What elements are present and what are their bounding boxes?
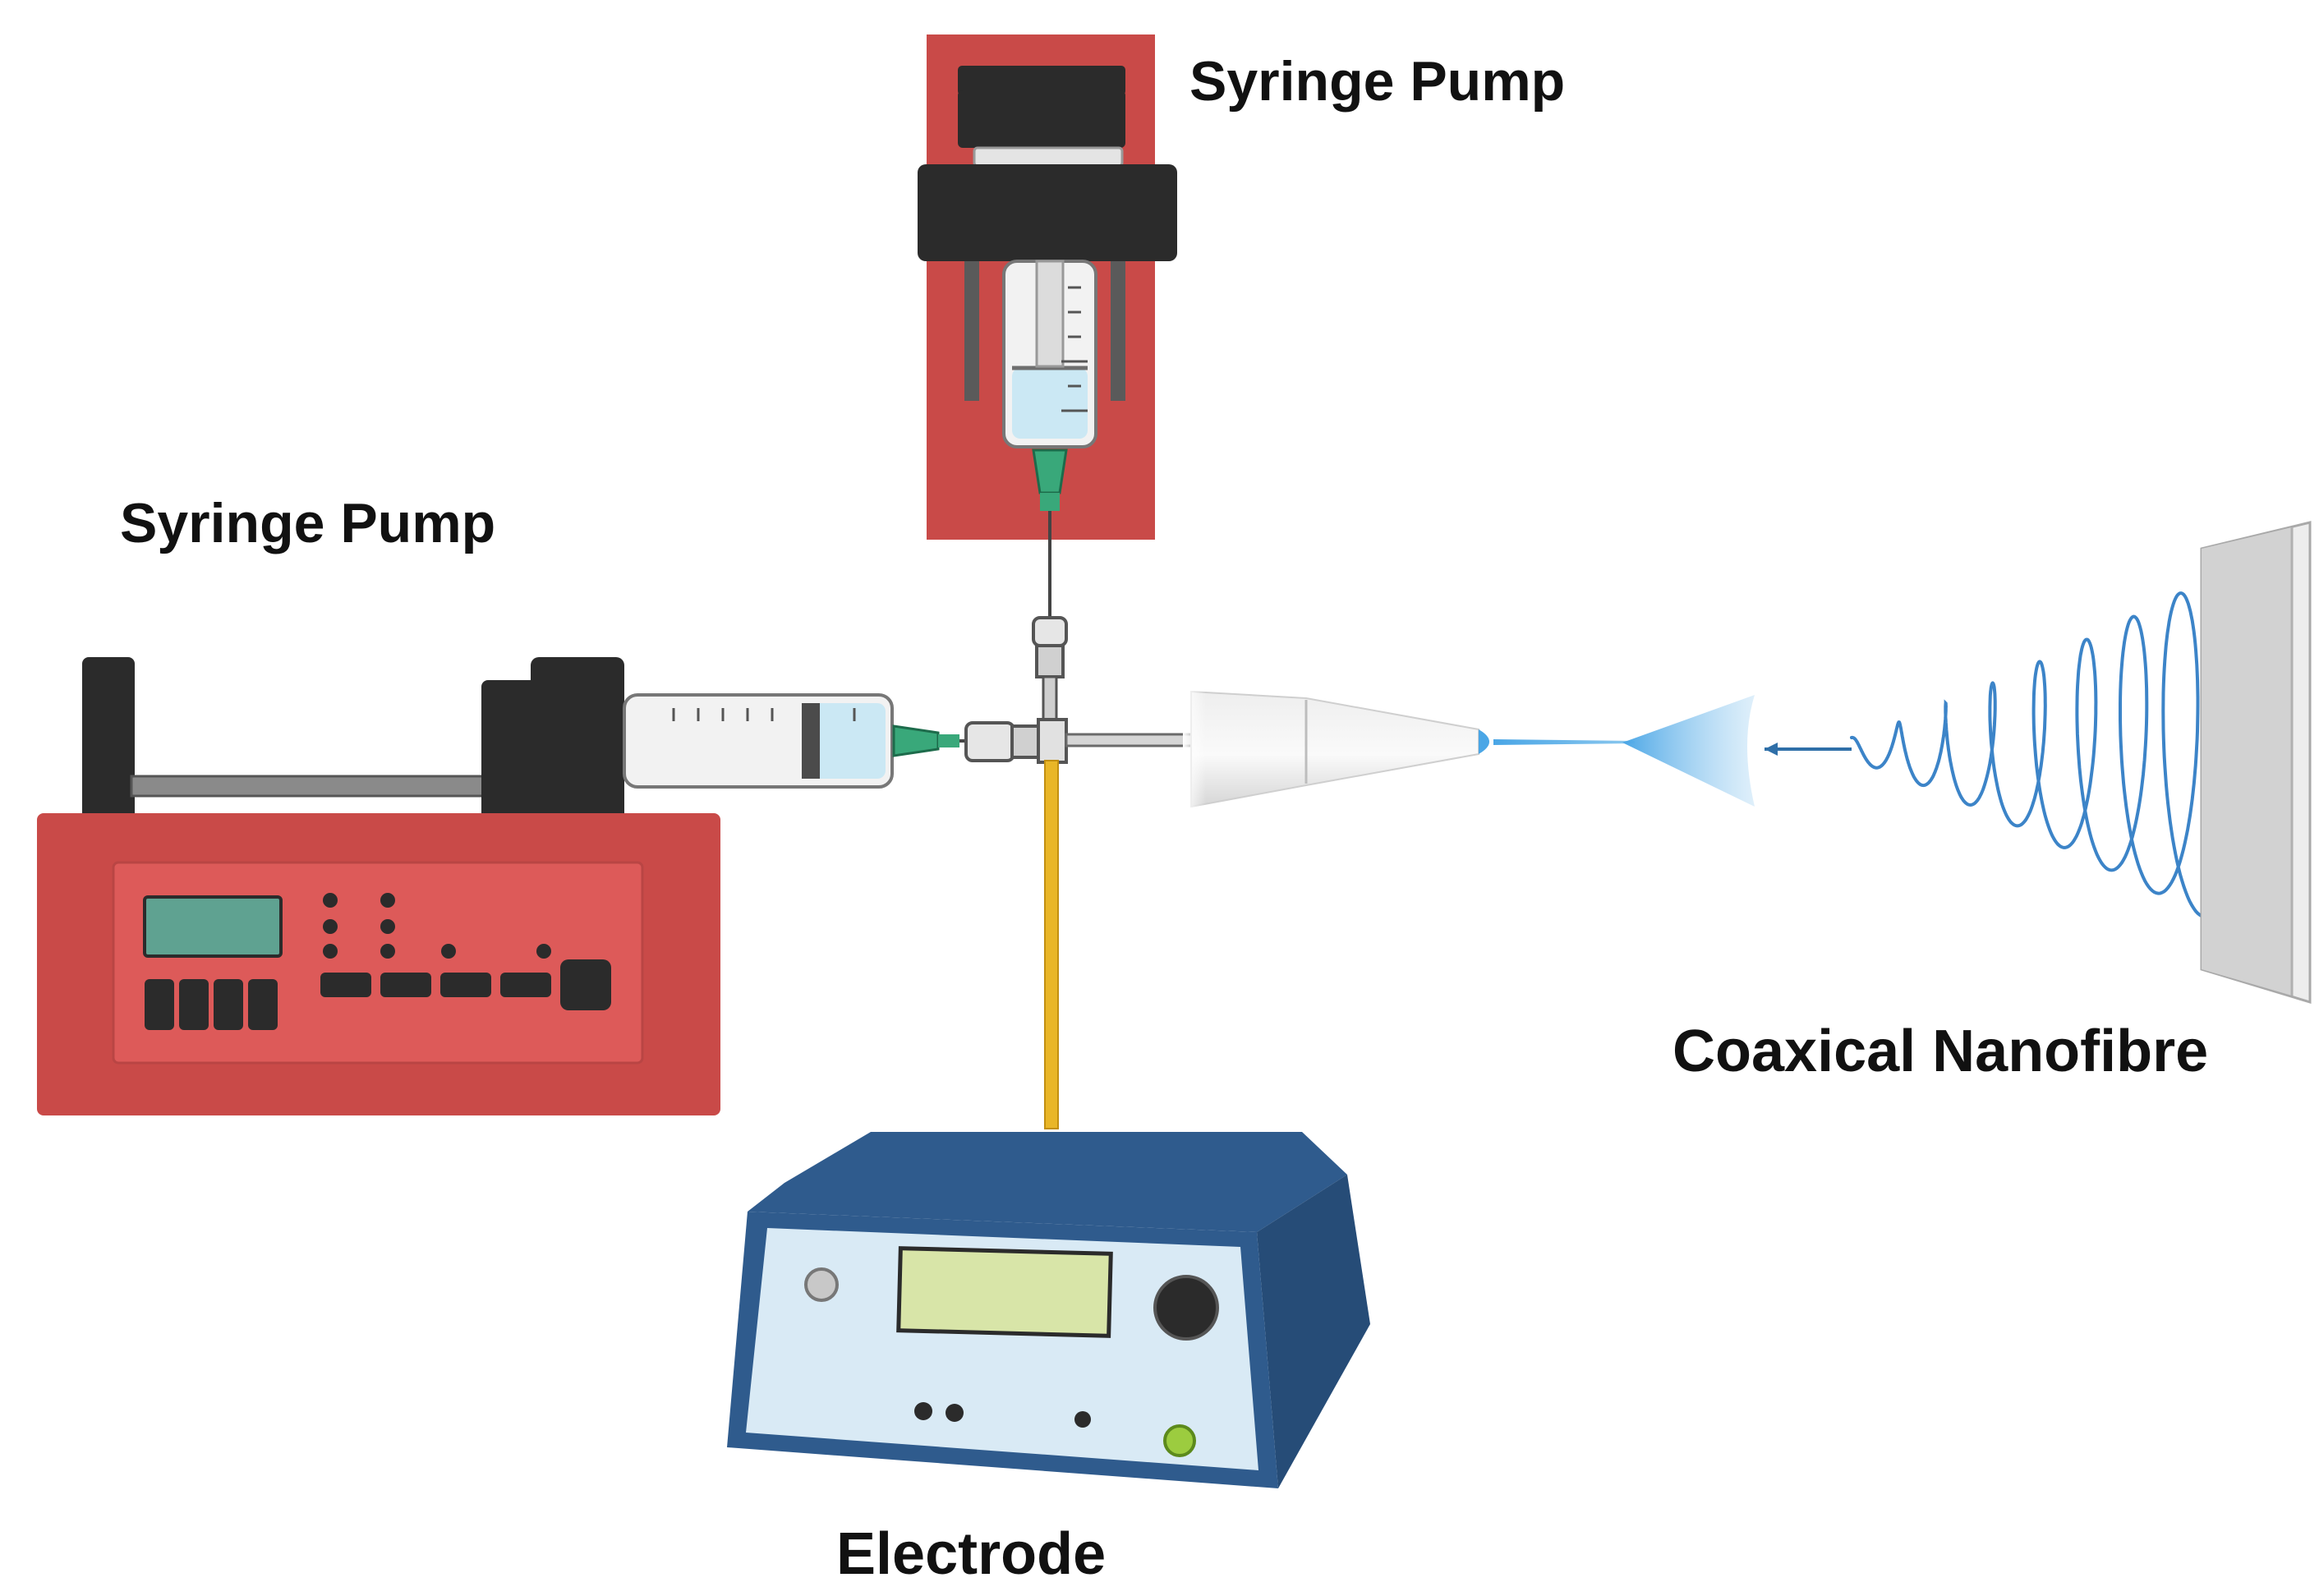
left-pump-key-3 bbox=[440, 973, 491, 997]
coaxial-nanofibre-spiral bbox=[1850, 567, 2251, 919]
power-supply-power-light bbox=[1163, 1424, 1196, 1457]
electrode-label: Electrode bbox=[836, 1521, 1106, 1587]
top-pump-plunger-block bbox=[958, 66, 1125, 95]
spinneret bbox=[1183, 688, 1489, 812]
left-pump-rod bbox=[130, 775, 536, 798]
side-fitting bbox=[964, 721, 1015, 762]
electrode-power-supply bbox=[727, 1132, 1370, 1488]
left-pump-pusher bbox=[481, 680, 541, 820]
left-pump-button-2 bbox=[179, 979, 209, 1030]
power-supply-knob bbox=[1153, 1275, 1219, 1341]
left-pump-knob bbox=[560, 959, 611, 1010]
left-pump-key-2 bbox=[380, 973, 431, 997]
coaxial-nanofibre-label: Coaxical Nanofibre bbox=[1673, 1019, 2208, 1084]
left-pump-button-1 bbox=[145, 979, 174, 1030]
taylor-cone-tip bbox=[1479, 729, 1489, 754]
left-syringe-stopper bbox=[802, 703, 820, 779]
top-syringe-fluid bbox=[1012, 368, 1088, 439]
left-pump-clamp bbox=[531, 657, 624, 821]
left-syringe-pump-label: Syringe Pump bbox=[120, 492, 495, 554]
top-pump-plunger-plate bbox=[973, 146, 1124, 168]
top-syringe-pump-label: Syringe Pump bbox=[1189, 50, 1565, 113]
left-pump-key-4 bbox=[500, 973, 551, 997]
top-pump-rail-right bbox=[1111, 261, 1125, 401]
left-syringe-pump bbox=[37, 657, 720, 1115]
top-pump-rail-left bbox=[964, 261, 979, 401]
left-needle-hub bbox=[892, 724, 940, 757]
left-pump-key-1 bbox=[320, 973, 371, 997]
liquid-jet bbox=[1493, 739, 1635, 745]
left-pump-display bbox=[143, 895, 283, 958]
power-supply-indicator bbox=[804, 1267, 839, 1302]
left-pump-end-post bbox=[82, 657, 135, 821]
left-pump-button-3 bbox=[214, 979, 243, 1030]
whipping-plume bbox=[1622, 695, 1755, 807]
coaxial-connector bbox=[959, 616, 1208, 764]
left-syringe bbox=[623, 693, 959, 789]
power-supply-display bbox=[896, 1246, 1113, 1338]
top-syringe-pump bbox=[918, 34, 1177, 540]
high-voltage-cable bbox=[1044, 760, 1059, 1129]
left-pump-button-4 bbox=[248, 979, 278, 1030]
top-pump-plunger-block-lower bbox=[958, 90, 1125, 148]
top-syringe-plunger bbox=[1035, 260, 1065, 368]
top-needle-hub bbox=[1032, 448, 1068, 494]
top-fitting bbox=[1032, 616, 1068, 647]
power-supply-top bbox=[748, 1132, 1347, 1232]
power-supply-side bbox=[1257, 1175, 1370, 1488]
left-syringe-fluid bbox=[812, 703, 886, 779]
tee-body bbox=[1037, 718, 1068, 764]
power-supply-front-panel bbox=[746, 1228, 1258, 1470]
collector-plate bbox=[2200, 521, 2312, 1005]
top-pump-clamp bbox=[918, 164, 1177, 261]
